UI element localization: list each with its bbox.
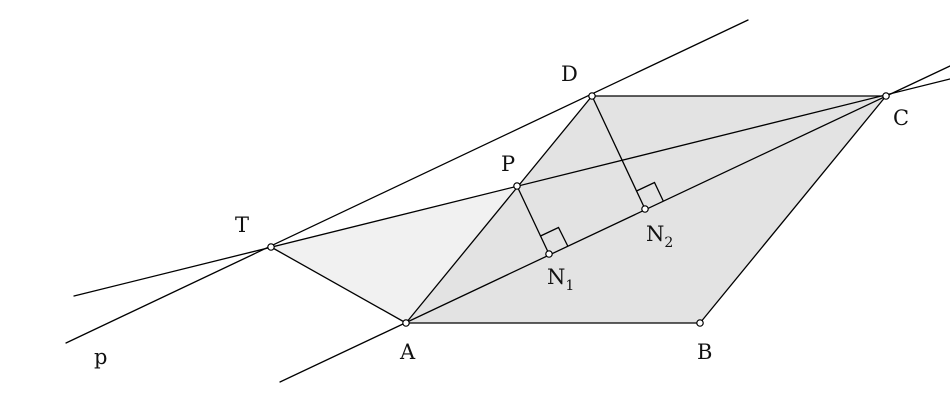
label-n2-base: N (646, 222, 664, 246)
label-d: D (561, 62, 578, 86)
point-a (402, 319, 410, 327)
label-n1-base: N (547, 265, 565, 289)
diagonal-line-ac (279, 65, 950, 383)
point-d (588, 92, 596, 100)
label-b: B (697, 340, 712, 364)
label-p: P (501, 152, 515, 176)
point-b (696, 319, 704, 327)
line-p (65, 19, 749, 344)
point-c (882, 92, 890, 100)
side-da (405, 95, 593, 324)
label-n1-subscript: 1 (565, 278, 574, 294)
right-angle-mark-n2 (635, 181, 664, 202)
line-through-t-and-c (73, 78, 950, 297)
point-p (513, 182, 521, 190)
label-c: C (893, 106, 909, 130)
label-n1: N1 (547, 265, 574, 294)
label-a: A (399, 340, 416, 364)
perpendicular-d-n2 (591, 95, 646, 210)
label-t: T (235, 213, 249, 237)
side-bc (699, 95, 887, 324)
label-n2-subscript: 2 (664, 235, 673, 251)
label-line-p: p (94, 345, 107, 369)
point-n2 (641, 205, 649, 213)
triangle-tap-fill (271, 186, 517, 323)
point-n1 (545, 250, 553, 258)
label-n2: N2 (646, 222, 673, 251)
segment-ta (270, 246, 407, 324)
point-t (267, 243, 275, 251)
perpendicular-p-n1 (516, 185, 550, 255)
right-angle-mark-n1 (539, 226, 569, 247)
